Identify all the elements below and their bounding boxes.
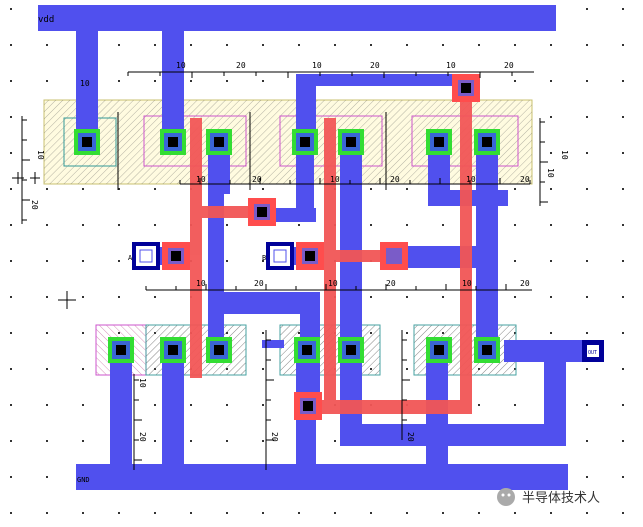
wechat-icon: [497, 488, 515, 506]
contact-core: [300, 137, 310, 147]
contact-core: [214, 345, 224, 355]
contact-core: [168, 137, 178, 147]
lower-tick-2: 20: [254, 279, 264, 288]
vdd-label: vdd: [38, 15, 54, 25]
poly-contacts: [162, 74, 480, 420]
diffusion-contacts: [74, 129, 500, 363]
contact-core: [116, 345, 126, 355]
side-tick-3: 10: [560, 150, 569, 160]
rulers: [21, 71, 548, 470]
top-tick-6: 10: [446, 61, 456, 70]
side-tick-1: 10: [36, 150, 45, 160]
gnd-label: GND: [77, 476, 90, 484]
top-tick-4: 10: [312, 61, 322, 70]
top-tick-3: 20: [236, 61, 246, 70]
side-tick-7: 20: [270, 432, 279, 442]
lower-tick-4: 20: [386, 279, 396, 288]
mid-tick-3: 10: [330, 175, 340, 184]
poly-layer: [190, 80, 472, 414]
side-tick-6: 20: [138, 432, 147, 442]
vdd-rail: [38, 5, 556, 31]
contact-core: [482, 345, 492, 355]
watermark-text: 半导体技术人: [522, 491, 600, 506]
side-tick-4: 10: [546, 168, 555, 178]
top-tick-7: 20: [504, 61, 514, 70]
ruler-labels: 10 10 20 10 20 10 20 10 20 10 20 10 20 1…: [30, 61, 569, 442]
input-pin-b[interactable]: B: [262, 242, 294, 270]
gnd-rail: [76, 464, 568, 490]
input-pin-a[interactable]: A: [128, 242, 160, 270]
top-tick-1: 10: [80, 79, 90, 88]
contact-core: [82, 137, 92, 147]
lower-tick-1: 10: [196, 279, 206, 288]
mid-tick-1: 10: [196, 175, 206, 184]
side-tick-8: 20: [406, 432, 415, 442]
mid-tick-5: 10: [466, 175, 476, 184]
top-tick-5: 20: [370, 61, 380, 70]
contact-core: [346, 137, 356, 147]
contact-core: [434, 345, 444, 355]
origin-crosshair-icon: [58, 291, 76, 309]
contact-core: [434, 137, 444, 147]
contact-core: [168, 345, 178, 355]
metal-layer: [38, 5, 592, 490]
side-tick-5: 10: [138, 378, 147, 388]
watermark: 半导体技术人: [497, 488, 600, 506]
lower-tick-5: 10: [462, 279, 472, 288]
contact-core: [482, 137, 492, 147]
lower-tick-3: 10: [328, 279, 338, 288]
mid-tick-2: 20: [252, 175, 262, 184]
lower-tick-6: 20: [520, 279, 530, 288]
mid-tick-4: 20: [390, 175, 400, 184]
output-pin-y-label: OUT: [588, 350, 597, 356]
input-pin-b-label: B: [262, 254, 266, 262]
input-pin-a-label: A: [128, 254, 133, 262]
contact-core: [346, 345, 356, 355]
side-tick-2: 20: [30, 200, 39, 210]
pmos-well: [43, 99, 533, 185]
top-tick-2: 10: [176, 61, 186, 70]
output-pin-y[interactable]: OUT: [582, 340, 604, 362]
mid-tick-6: 20: [520, 175, 530, 184]
contact-core: [214, 137, 224, 147]
contact-core: [302, 345, 312, 355]
axis-marker-icon: [12, 172, 40, 184]
